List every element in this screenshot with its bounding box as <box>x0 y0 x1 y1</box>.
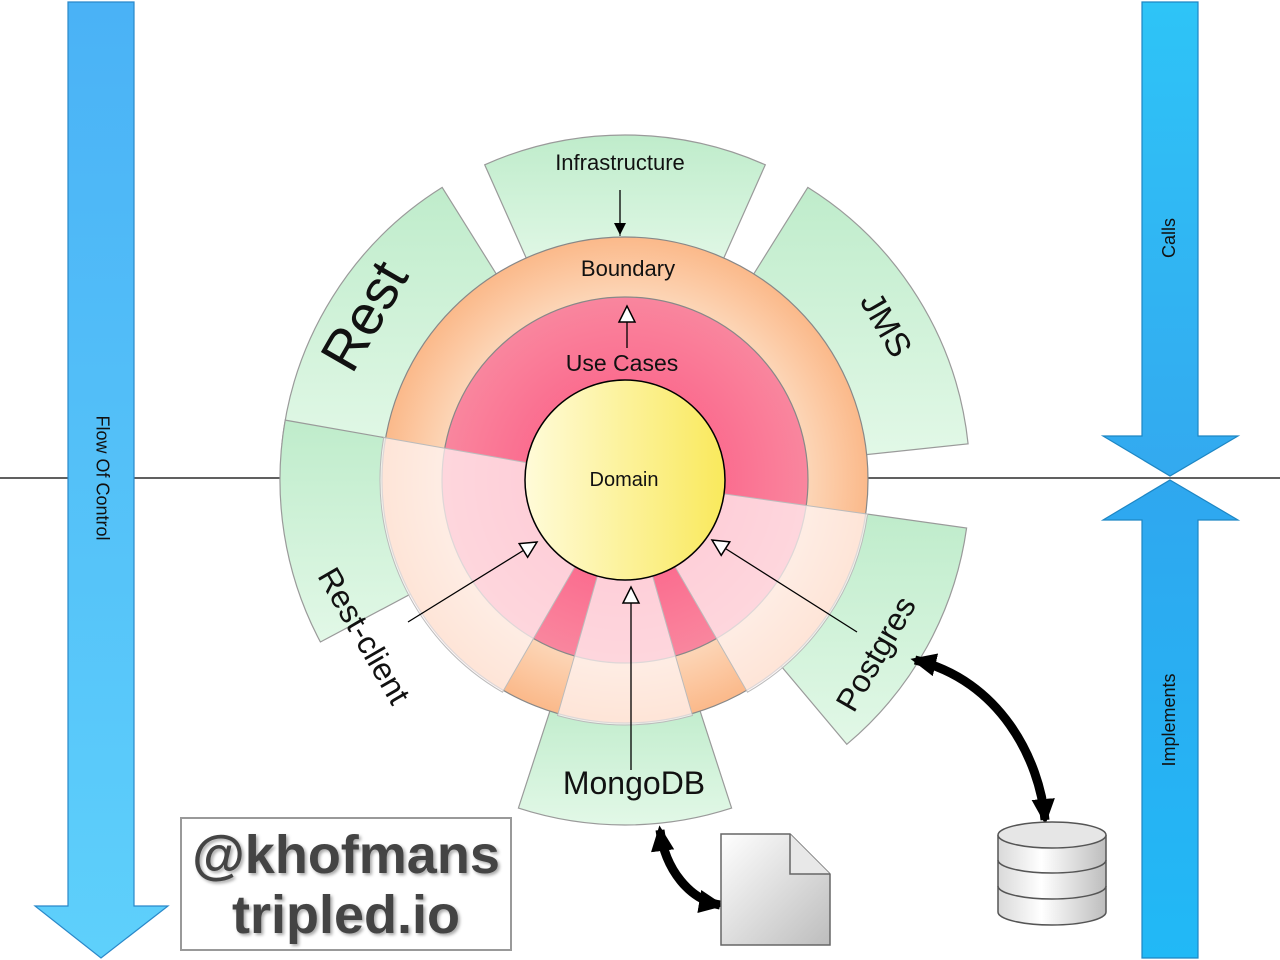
flow-of-control-arrow <box>33 1 170 959</box>
credit-box: @khofmans tripled.io <box>180 817 512 951</box>
domain-label: Domain <box>590 469 659 491</box>
credit-handle: @khofmans <box>192 825 500 885</box>
database-icon <box>997 821 1107 926</box>
use-cases-label: Use Cases <box>566 350 678 376</box>
domain-circle <box>524 379 726 581</box>
postgres-to-domain-arrow <box>710 539 858 633</box>
infrastructure-label: Infrastructure <box>555 150 685 175</box>
postgres-database-link <box>910 653 1055 825</box>
implements-label: Implements <box>1159 673 1179 766</box>
document-icon <box>720 833 831 946</box>
restclient-to-domain-arrow <box>407 541 539 623</box>
calls-arrow <box>1100 1 1241 477</box>
boundary-label: Boundary <box>581 256 675 281</box>
credit-site: tripled.io <box>232 885 460 945</box>
mongodb-document-link <box>651 825 725 914</box>
mongodb-label: MongoDB <box>563 765 705 801</box>
implements-arrow <box>1100 479 1241 959</box>
calls-label: Calls <box>1159 218 1179 258</box>
flow-of-control-label: Flow Of Control <box>92 415 112 540</box>
